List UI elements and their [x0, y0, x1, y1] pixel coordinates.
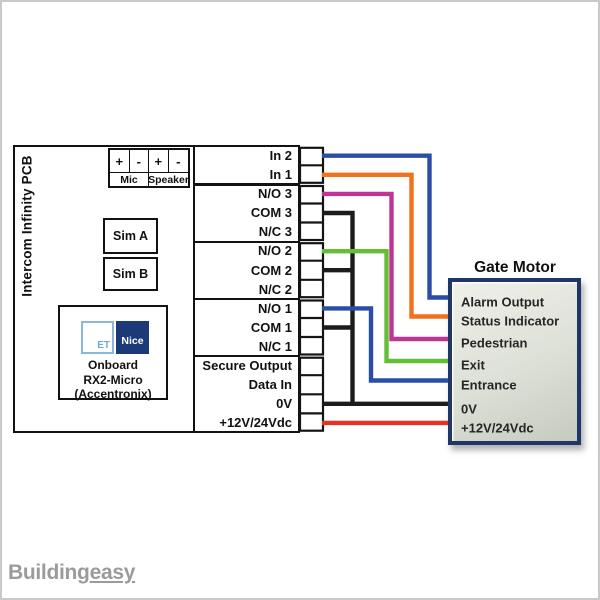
speaker-label: Speaker: [148, 173, 189, 186]
gate-port-12v24vdc: +12V/24Vdc: [461, 420, 534, 436]
terminal-label-no1: N/O 1: [258, 300, 292, 316]
wire-in1-to-status-indicator: [322, 172, 452, 319]
sim-a-slot: Sim A: [103, 218, 158, 254]
terminal-label-12v24vdc: +12V/24Vdc: [219, 415, 292, 431]
mic-plus-terminal: +: [110, 150, 130, 173]
terminal-label-column: In 2 In 1 N/O 3 COM 3 N/C 3 N/O 2 COM 2 …: [196, 146, 298, 432]
terminal-label-nc3: N/C 3: [258, 224, 292, 240]
gate-port-status-indicator: Status Indicator: [461, 313, 560, 329]
group-divider-1: [195, 183, 299, 186]
nice-logo-text: Nice: [121, 335, 144, 347]
terminal-strip: [298, 146, 325, 432]
wire-no1-to-entrance: [322, 306, 452, 383]
terminal-label-no3: N/O 3: [258, 186, 292, 202]
terminal-label-data-in: Data In: [248, 376, 292, 392]
terminal-label-com2: COM 2: [250, 262, 292, 278]
terminal-label-in1: In 1: [269, 167, 292, 183]
watermark-part1: Building: [8, 561, 90, 584]
et-logo: ET: [81, 321, 114, 354]
gate-port-0v: 0V: [461, 401, 477, 417]
onboard-receiver-module: ET Nice Onboard RX2-Micro (Accentronix): [58, 305, 168, 402]
gate-port-pedestrian: Pedestrian: [461, 335, 528, 351]
gate-motor-title: Gate Motor: [474, 259, 556, 276]
mic-label: Mic: [110, 173, 149, 186]
terminal-label-0v: 0V: [276, 396, 292, 412]
group-divider-4: [195, 355, 299, 358]
terminal-label-nc1: N/C 1: [258, 338, 292, 354]
gate-port-exit: Exit: [461, 357, 485, 373]
onboard-line2: RX2-Micro: [83, 372, 143, 387]
gate-port-entrance: Entrance: [461, 377, 517, 393]
sim-b-slot: Sim B: [103, 257, 158, 291]
group-divider-3: [195, 297, 299, 301]
wire-no3-to-pedestrian: [322, 191, 452, 342]
speaker-minus-terminal: -: [168, 150, 188, 173]
pcb-title: Intercom Infinity PCB: [19, 155, 35, 297]
terminal-label-secure-output: Secure Output: [202, 357, 292, 373]
terminal-label-no2: N/O 2: [258, 243, 292, 259]
speaker-plus-terminal: +: [149, 150, 169, 173]
et-logo-text: ET: [97, 340, 110, 351]
gate-port-alarm-output: Alarm Output: [461, 294, 545, 310]
terminal-label-com3: COM 3: [250, 205, 292, 221]
terminal-label-com1: COM 1: [250, 319, 292, 335]
pcb-divider-line: [193, 146, 196, 433]
onboard-line1: Onboard: [88, 358, 138, 372]
watermark: Buildingeasy: [8, 561, 135, 585]
nice-logo: Nice: [116, 321, 149, 354]
wire-no2-to-exit: [322, 249, 452, 364]
terminal-label-nc2: N/C 2: [258, 281, 292, 297]
mic-minus-terminal: -: [129, 150, 149, 173]
wire-com3-trunk: [322, 210, 355, 404]
group-divider-2: [195, 240, 299, 243]
gate-motor-box: Alarm Output Status Indicator Pedestrian…: [448, 278, 581, 445]
watermark-part2: easy: [89, 561, 136, 584]
wire-in2-to-alarm-output: [322, 153, 452, 300]
onboard-line3: (Accentronix): [74, 387, 152, 401]
onboard-module-caption: Onboard RX2-Micro (Accentronix): [60, 358, 166, 402]
terminal-label-in2: In 2: [269, 148, 292, 164]
mic-speaker-terminal-block: + - + - Mic Speaker: [108, 148, 190, 188]
